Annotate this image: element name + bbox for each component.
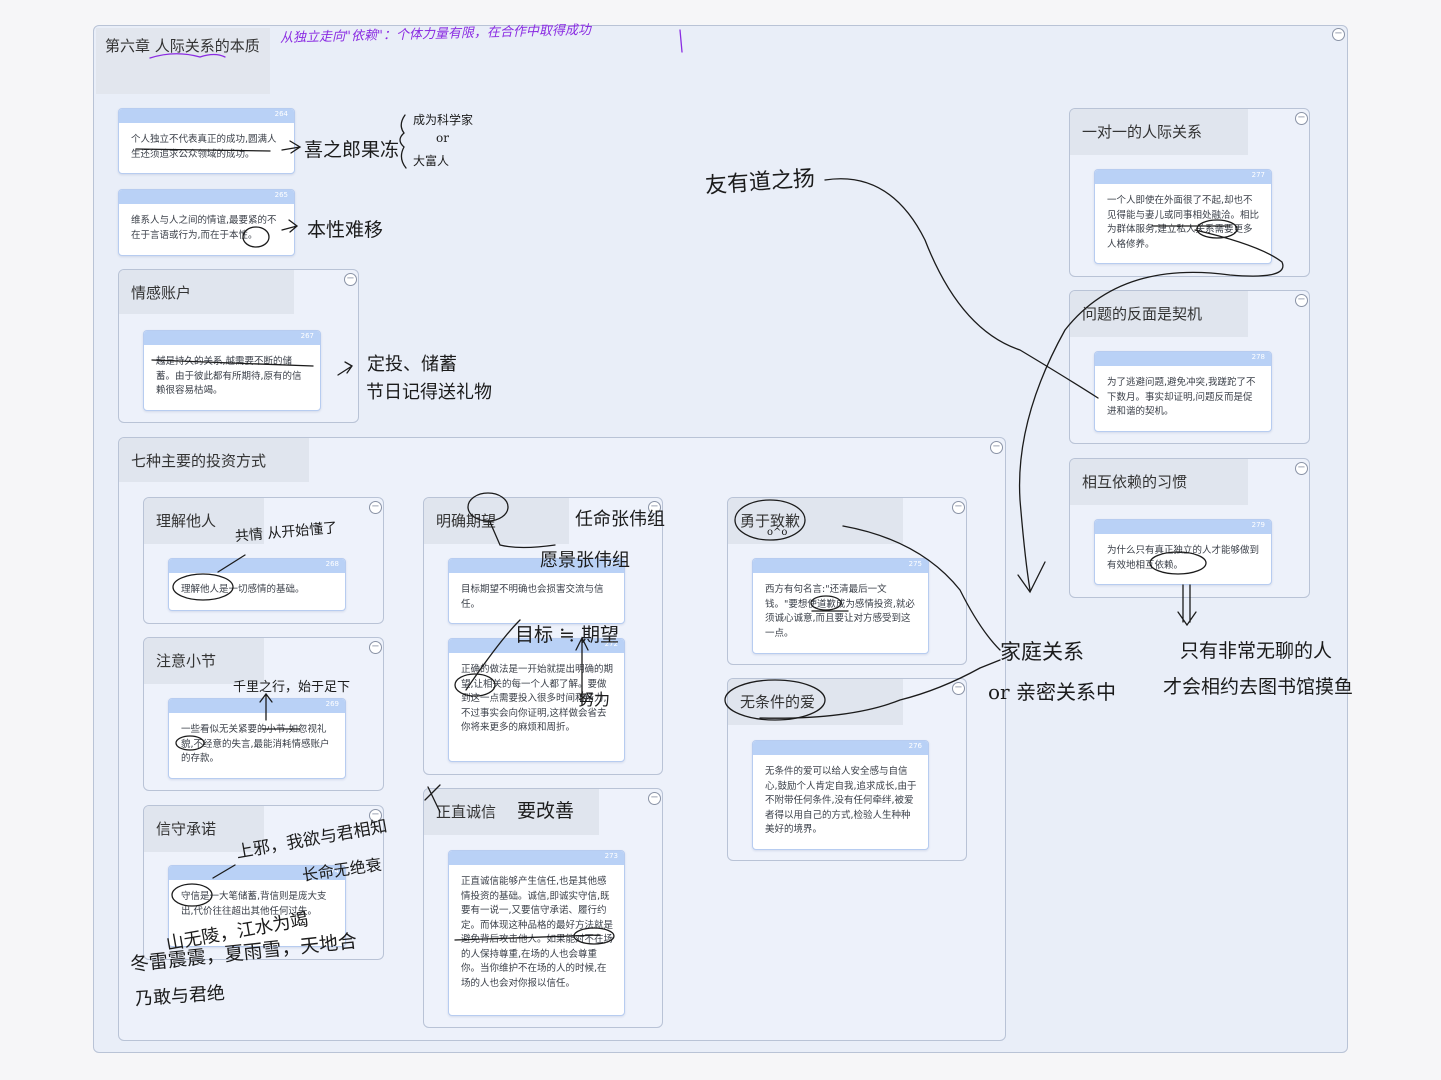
handwriting-note: o^o xyxy=(767,527,788,538)
note-text: 无条件的爱可以给人安全感与自信心,鼓励个人肯定自我,追求成长,由于不附带任何条件… xyxy=(765,766,917,835)
note-card-269[interactable]: 269 一些看似无关紧要的小节,如忽视礼貌,不经意的失言,最能消耗情感账户的存款… xyxy=(168,698,346,779)
note-text: 一个人即使在外面很了不起,却也不见得能与妻儿或同事相处融洽。相比为群体服务,建立… xyxy=(1107,195,1260,250)
group-title: 勇于致歉 xyxy=(728,498,903,544)
group-title: 七种主要的投资方式 xyxy=(119,438,309,482)
note-card-264[interactable]: 264 个人独立不代表真正的成功,圆满人生还须追求公众领域的成功。 xyxy=(118,108,295,174)
note-card-278[interactable]: 278 为了逃避问题,避免冲突,我蹉跎了不下数月。事实却证明,问题反而是促进和谐… xyxy=(1094,351,1272,432)
collapse-icon[interactable]: − xyxy=(990,441,1003,454)
note-text: 为了逃避问题,避免冲突,我蹉跎了不下数月。事实却证明,问题反而是促进和谐的契机。 xyxy=(1107,377,1256,417)
note-text: 一些看似无关紧要的小节,如忽视礼貌,不经意的失言,最能消耗情感账户的存款。 xyxy=(181,724,330,764)
group-title: 一对一的人际关系 xyxy=(1070,109,1248,155)
handwriting-note: 节日记得送礼物 xyxy=(366,382,492,403)
collapse-icon[interactable]: − xyxy=(369,641,382,654)
collapse-icon[interactable]: − xyxy=(648,792,661,805)
handwriting-note: 家庭关系 xyxy=(1000,640,1084,664)
note-text: 越是持久的关系,越需要不断的储蓄。由于彼此都有所期待,原有的信赖很容易枯竭。 xyxy=(156,356,302,396)
handwriting-note: 大富人 xyxy=(413,154,450,168)
note-text: 正直诚信能够产生信任,也是其他感情投资的基础。诚信,即诚实守信,既要有一说一,又… xyxy=(461,876,614,989)
handwriting-note: 努力 xyxy=(578,690,611,709)
collapse-icon[interactable]: − xyxy=(952,501,965,514)
handwriting-note: 才会相约去图书馆摸鱼 xyxy=(1163,676,1354,698)
note-card-275[interactable]: 275 西方有句名言:"还清最后一文钱。"要想使道歉成为感情投资,就必须诚心诚意… xyxy=(752,558,929,654)
handwriting-note: 喜之郎果冻 xyxy=(304,139,400,161)
group-title: 问题的反面是契机 xyxy=(1070,291,1248,337)
note-text: 西方有句名言:"还清最后一文钱。"要想使道歉成为感情投资,就必须诚心诚意,而且要… xyxy=(765,584,915,639)
group-title: 明确期望 xyxy=(424,498,569,544)
handwriting-note: 任命张伟组 xyxy=(575,509,665,530)
note-text: 正确的做法是一开始就提出明确的期望,让相关的每一个人都了解。要做到这一点需要投入… xyxy=(461,664,614,733)
group-title: 相互依赖的习惯 xyxy=(1070,459,1248,505)
note-card-279[interactable]: 279 为什么只有真正独立的人才能够做到有效地相互依赖。 xyxy=(1094,519,1272,585)
collapse-icon[interactable]: − xyxy=(369,809,382,822)
handwriting-note: 成为科学家 xyxy=(413,113,474,127)
note-card-277[interactable]: 277 一个人即使在外面很了不起,却也不见得能与妻儿或同事相处融洽。相比为群体服… xyxy=(1094,169,1272,264)
collapse-icon[interactable]: − xyxy=(648,501,661,514)
group-title: 信守承诺 xyxy=(144,806,264,852)
handwriting-note: or 亲密关系中 xyxy=(988,680,1116,704)
collapse-icon[interactable]: − xyxy=(952,682,965,695)
handwriting-note: 愿景张伟组 xyxy=(540,550,630,571)
chapter-title-box[interactable] xyxy=(96,28,270,94)
collapse-icon[interactable]: − xyxy=(369,501,382,514)
note-text: 目标期望不明确也会损害交流与信任。 xyxy=(461,584,604,610)
handwriting-note: 千里之行，始于足下 xyxy=(233,680,351,695)
handwriting-note: 只有非常无聊的人 xyxy=(1180,640,1333,662)
note-card-273[interactable]: 273 正直诚信能够产生信任,也是其他感情投资的基础。诚信,即诚实守信,既要有一… xyxy=(448,850,625,1016)
handwriting-note: 本性难移 xyxy=(307,219,384,241)
group-title: 理解他人 xyxy=(144,498,264,544)
group-title: 无条件的爱 xyxy=(728,679,903,725)
handwriting-note: 要改善 xyxy=(517,800,575,822)
collapse-icon[interactable]: − xyxy=(344,273,357,286)
handwriting-note: 定投、储蓄 xyxy=(367,354,457,375)
note-card-276[interactable]: 276 无条件的爱可以给人安全感与自信心,鼓励个人肯定自我,追求成长,由于不附带… xyxy=(752,740,929,850)
note-text: 为什么只有真正独立的人才能够做到有效地相互依赖。 xyxy=(1107,545,1260,571)
group-title: 注意小节 xyxy=(144,638,264,684)
note-card-267[interactable]: 267 越是持久的关系,越需要不断的储蓄。由于彼此都有所期待,原有的信赖很容易枯… xyxy=(143,330,321,411)
note-text: 个人独立不代表真正的成功,圆满人生还须追求公众领域的成功。 xyxy=(131,134,277,160)
note-card-271[interactable]: 271 目标期望不明确也会损害交流与信任。 xyxy=(448,558,625,624)
handwriting-note: or xyxy=(436,131,449,145)
chapter-title[interactable]: 第六章 人际关系的本质 xyxy=(105,37,260,55)
note-text: 理解他人是一切感情的基础。 xyxy=(181,584,305,595)
group-title: 正直诚信 xyxy=(424,789,599,835)
note-text: 守信是一大笔储蓄,背信则是庞大支出,代价往往超出其他任何过失。 xyxy=(181,891,327,917)
note-text: 维系人与人之间的情谊,最要紧的不在于言语或行为,而在于本性。 xyxy=(131,215,277,241)
collapse-icon[interactable]: − xyxy=(1295,462,1308,475)
collapse-icon[interactable]: − xyxy=(1295,112,1308,125)
collapse-icon[interactable]: − xyxy=(1332,28,1345,41)
group-title: 情感账户 xyxy=(119,270,294,314)
collapse-icon[interactable]: − xyxy=(1295,294,1308,307)
note-card-265[interactable]: 265 维系人与人之间的情谊,最要紧的不在于言语或行为,而在于本性。 xyxy=(118,189,295,256)
handwriting-note: 目标 ≒ 期望 xyxy=(515,624,619,646)
note-card-268[interactable]: 268 理解他人是一切感情的基础。 xyxy=(168,558,346,611)
